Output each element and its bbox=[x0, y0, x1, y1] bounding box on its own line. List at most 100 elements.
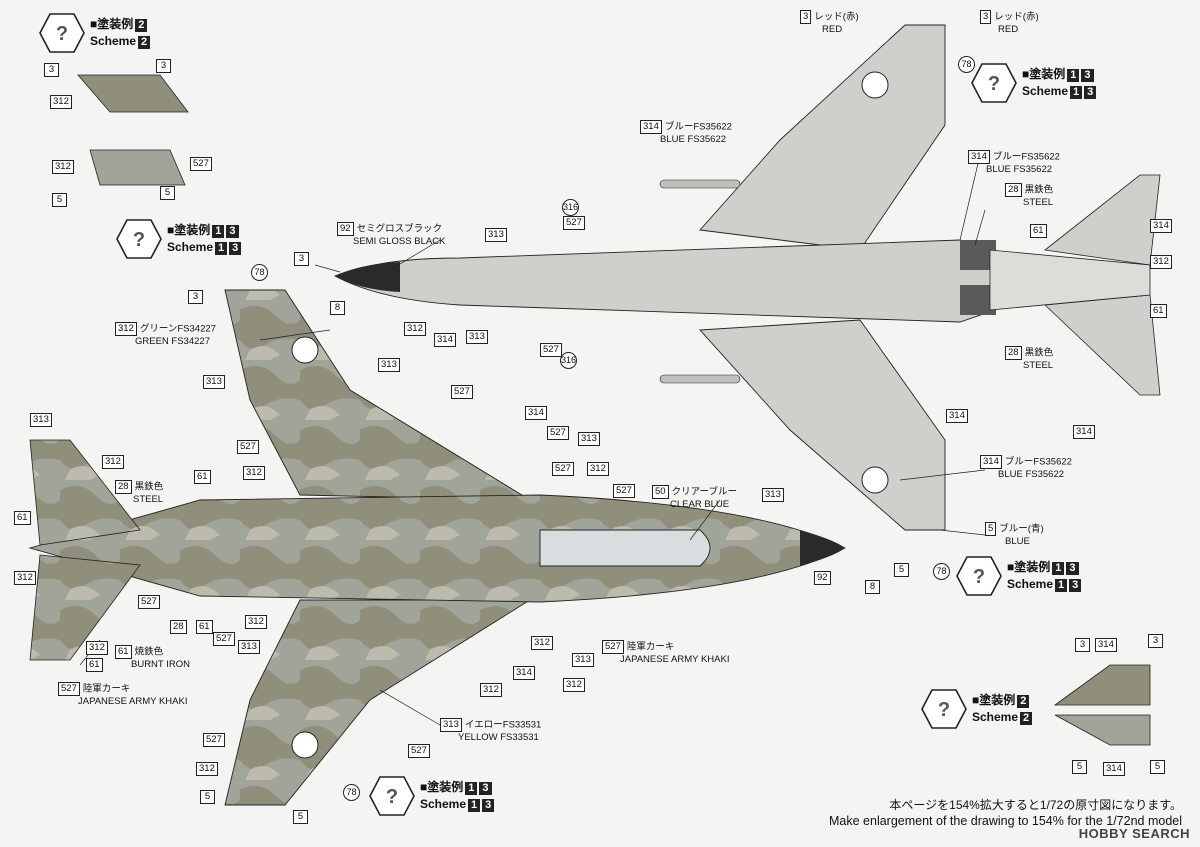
code-tag: 61 bbox=[1030, 224, 1047, 238]
scheme-num: 3 bbox=[1081, 69, 1094, 82]
code-tag: 312 bbox=[196, 762, 218, 776]
code-tag: 527 bbox=[237, 440, 259, 454]
code-tag: 312 bbox=[52, 160, 74, 174]
scheme-num: 1 bbox=[1070, 86, 1083, 99]
fin-bottom-right-lower bbox=[1054, 714, 1151, 746]
scheme-num: 1 bbox=[465, 782, 478, 795]
scheme-num: 1 bbox=[212, 225, 225, 238]
code-tag: 3 bbox=[1148, 634, 1163, 648]
code-tag: 314 bbox=[946, 409, 968, 423]
code-tag: 527 bbox=[138, 595, 160, 609]
scheme-num: 3 bbox=[1066, 562, 1079, 575]
code-tag: 5 bbox=[894, 563, 909, 577]
code-tag: 314 bbox=[434, 333, 456, 347]
scheme-num: 3 bbox=[479, 782, 492, 795]
scheme-num: 2 bbox=[135, 19, 148, 32]
code-tag: 78 bbox=[958, 56, 975, 73]
code-tag: 61 bbox=[14, 511, 31, 525]
code-tag: 313 bbox=[485, 228, 507, 242]
fin-bottom-right-upper bbox=[1053, 664, 1151, 706]
code-tag: 78 bbox=[251, 264, 268, 281]
code-tag: 61 bbox=[194, 470, 211, 484]
code-tag: 312 bbox=[243, 466, 265, 480]
scheme-jp: ■塗装例 bbox=[1007, 560, 1051, 574]
scheme-en: Scheme bbox=[167, 240, 214, 254]
code-tag: 313 bbox=[203, 375, 225, 389]
code-tag: 313 bbox=[762, 488, 784, 502]
scheme-num: 1 bbox=[1055, 579, 1068, 592]
code-tag: 313 bbox=[466, 330, 488, 344]
leader-lines bbox=[79, 154, 986, 726]
code-tag: 28 bbox=[170, 620, 187, 634]
code-tag: 312 bbox=[14, 571, 36, 585]
code-tag: 527 bbox=[613, 484, 635, 498]
code-tag: 312 bbox=[587, 462, 609, 476]
code-tag: 527 bbox=[190, 157, 212, 171]
code-tag: 314 bbox=[1150, 219, 1172, 233]
code-tag: 312 bbox=[245, 615, 267, 629]
code-tag: 61 bbox=[196, 620, 213, 634]
code-tag: 3 bbox=[1075, 638, 1090, 652]
scheme-jp: ■塗装例 bbox=[972, 693, 1016, 707]
code-tag: 3 bbox=[294, 252, 309, 266]
scheme-jp: ■塗装例 bbox=[167, 223, 211, 237]
code-tag: 314 bbox=[525, 406, 547, 420]
code-tag: 312 bbox=[531, 636, 553, 650]
code-tag: 313 bbox=[30, 413, 52, 427]
code-tag: 3 bbox=[44, 63, 59, 77]
scheme-num: 1 bbox=[1067, 69, 1080, 82]
code-tag: 5 bbox=[160, 186, 175, 200]
code-tag: 61 bbox=[86, 658, 103, 672]
code-tag: 312 bbox=[50, 95, 72, 109]
scheme-en: Scheme bbox=[420, 797, 467, 811]
question-hexagon-icon: ? bbox=[921, 689, 967, 729]
scheme-jp: ■塗装例 bbox=[420, 780, 464, 794]
code-tag: 314 bbox=[1095, 638, 1117, 652]
code-tag: 312 bbox=[1150, 255, 1172, 269]
svg-text:?: ? bbox=[973, 566, 985, 588]
scheme-en: Scheme bbox=[972, 710, 1019, 724]
svg-text:?: ? bbox=[133, 229, 145, 251]
code-tag: 313 bbox=[238, 640, 260, 654]
code-tag: 312 bbox=[480, 683, 502, 697]
scheme-num: 2 bbox=[1020, 712, 1033, 725]
code-tag: 3 bbox=[188, 290, 203, 304]
code-tag: 313 bbox=[378, 358, 400, 372]
code-tag: 5 bbox=[1150, 760, 1165, 774]
code-tag: 92 bbox=[814, 571, 831, 585]
code-tag: 527 bbox=[540, 343, 562, 357]
code-tag: 316 bbox=[560, 352, 577, 369]
code-tag: 316 bbox=[562, 199, 579, 216]
footer-jp: 本ページを154%拡大すると1/72の原寸図になります。 bbox=[889, 798, 1182, 812]
scheme-jp: ■塗装例 bbox=[1022, 67, 1066, 81]
question-hexagon-icon: ? bbox=[116, 219, 162, 259]
question-hexagon-icon: ? bbox=[369, 776, 415, 816]
svg-text:?: ? bbox=[988, 73, 1000, 95]
code-tag: 5 bbox=[1072, 760, 1087, 774]
svg-text:?: ? bbox=[386, 786, 398, 808]
code-tag: 5 bbox=[52, 193, 67, 207]
scheme-num: 1 bbox=[215, 242, 228, 255]
scheme-num: 3 bbox=[1084, 86, 1097, 99]
code-tag: 8 bbox=[330, 301, 345, 315]
code-tag: 527 bbox=[213, 632, 235, 646]
aircraft-underside bbox=[333, 24, 1161, 531]
code-tag: 527 bbox=[408, 744, 430, 758]
scheme-num: 1 bbox=[1052, 562, 1065, 575]
code-tag: 5 bbox=[200, 790, 215, 804]
